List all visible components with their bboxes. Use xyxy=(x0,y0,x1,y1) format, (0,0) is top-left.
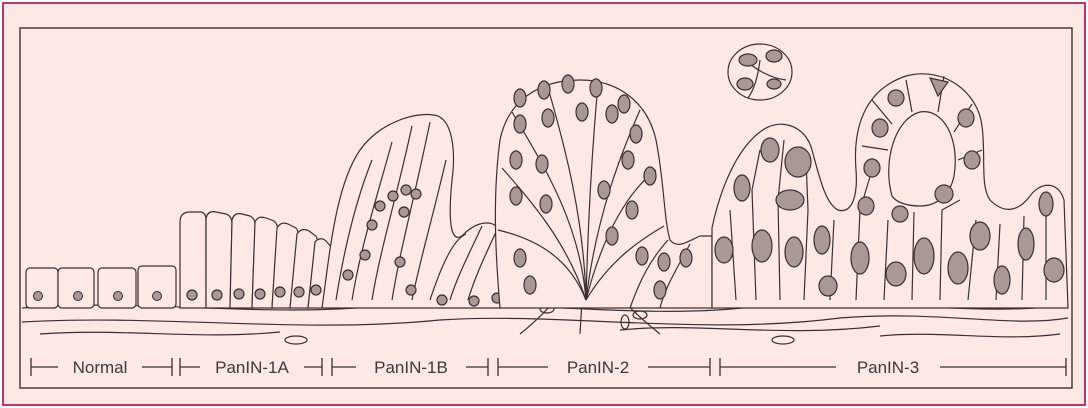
nucleus xyxy=(737,78,753,90)
nucleus xyxy=(343,270,353,280)
nucleus xyxy=(388,191,398,201)
nucleus xyxy=(114,292,123,301)
nucleus xyxy=(644,167,656,185)
nucleus xyxy=(851,242,869,274)
nucleus xyxy=(187,290,197,300)
nucleus xyxy=(636,247,648,265)
nucleus xyxy=(964,151,980,169)
nucleus xyxy=(734,175,750,201)
nucleus xyxy=(275,287,285,297)
stage-label-panin-3: PanIN-3 xyxy=(857,358,919,377)
nucleus xyxy=(395,257,405,267)
nucleus xyxy=(767,79,781,89)
nucleus xyxy=(255,289,265,299)
nucleus xyxy=(399,207,409,217)
nucleus xyxy=(538,81,550,99)
nucleus xyxy=(618,95,630,113)
nucleus xyxy=(814,226,830,254)
nucleus xyxy=(510,187,522,205)
cluster-outline xyxy=(728,44,792,100)
nucleus xyxy=(367,220,377,230)
nucleus xyxy=(375,201,385,211)
nucleus xyxy=(590,79,602,97)
nucleus xyxy=(469,296,479,306)
nucleus xyxy=(888,90,904,106)
nucleus xyxy=(914,238,934,274)
nucleus xyxy=(536,155,548,173)
nucleus xyxy=(401,185,411,195)
normal-cell xyxy=(58,268,94,308)
nucleus xyxy=(524,276,536,294)
nucleus xyxy=(510,151,522,169)
nucleus xyxy=(948,252,968,284)
nucleus xyxy=(715,237,733,263)
nucleus xyxy=(360,250,370,260)
nucleus xyxy=(626,201,638,219)
nucleus xyxy=(1044,258,1064,282)
nucleus xyxy=(761,138,779,162)
nucleus xyxy=(1018,228,1034,260)
nucleus xyxy=(34,292,43,301)
nucleus xyxy=(658,253,670,271)
stage-label-normal: Normal xyxy=(73,358,128,377)
nucleus xyxy=(606,105,618,123)
normal-cell xyxy=(26,268,58,308)
nucleus xyxy=(576,103,588,121)
nucleus xyxy=(776,190,804,210)
normal-cell xyxy=(98,268,136,308)
nucleus xyxy=(514,89,526,107)
nucleus xyxy=(562,75,574,93)
normal-cell xyxy=(138,266,176,308)
nucleus xyxy=(766,50,782,62)
nucleus xyxy=(294,287,304,297)
nucleus xyxy=(1039,192,1053,216)
stage-label-panin-1b: PanIN-1B xyxy=(374,358,448,377)
nucleus xyxy=(739,54,757,66)
nucleus xyxy=(234,289,244,299)
panin-3-detached-cluster xyxy=(728,44,792,100)
nucleus xyxy=(606,227,618,245)
nucleus xyxy=(785,147,811,177)
nucleus xyxy=(514,249,526,267)
stage-label-panin-1a: PanIN-1A xyxy=(215,358,289,377)
nucleus xyxy=(680,249,692,267)
normal-epithelium xyxy=(26,266,176,308)
stage-label-panin-2: PanIN-2 xyxy=(567,358,629,377)
nucleus xyxy=(892,206,908,222)
nucleus xyxy=(994,266,1010,294)
nucleus xyxy=(858,197,874,215)
nucleus xyxy=(311,285,321,295)
nucleus xyxy=(598,181,610,199)
nucleus xyxy=(864,159,880,177)
nucleus xyxy=(886,262,906,286)
nucleus xyxy=(654,281,666,299)
nucleus xyxy=(958,109,974,127)
nucleus xyxy=(212,290,222,300)
nucleus xyxy=(630,125,642,143)
nucleus xyxy=(540,195,552,213)
nucleus xyxy=(542,109,554,127)
nucleus xyxy=(153,292,162,301)
nucleus xyxy=(752,230,772,262)
nucleus xyxy=(411,189,421,199)
nucleus xyxy=(406,285,416,295)
nucleus xyxy=(437,295,447,305)
nucleus xyxy=(872,119,888,137)
nucleus xyxy=(785,237,803,267)
nucleus xyxy=(819,276,837,296)
nucleus xyxy=(970,222,990,250)
nucleus xyxy=(622,151,634,169)
nucleus xyxy=(74,292,83,301)
nucleus xyxy=(935,185,953,203)
nucleus xyxy=(514,115,526,133)
